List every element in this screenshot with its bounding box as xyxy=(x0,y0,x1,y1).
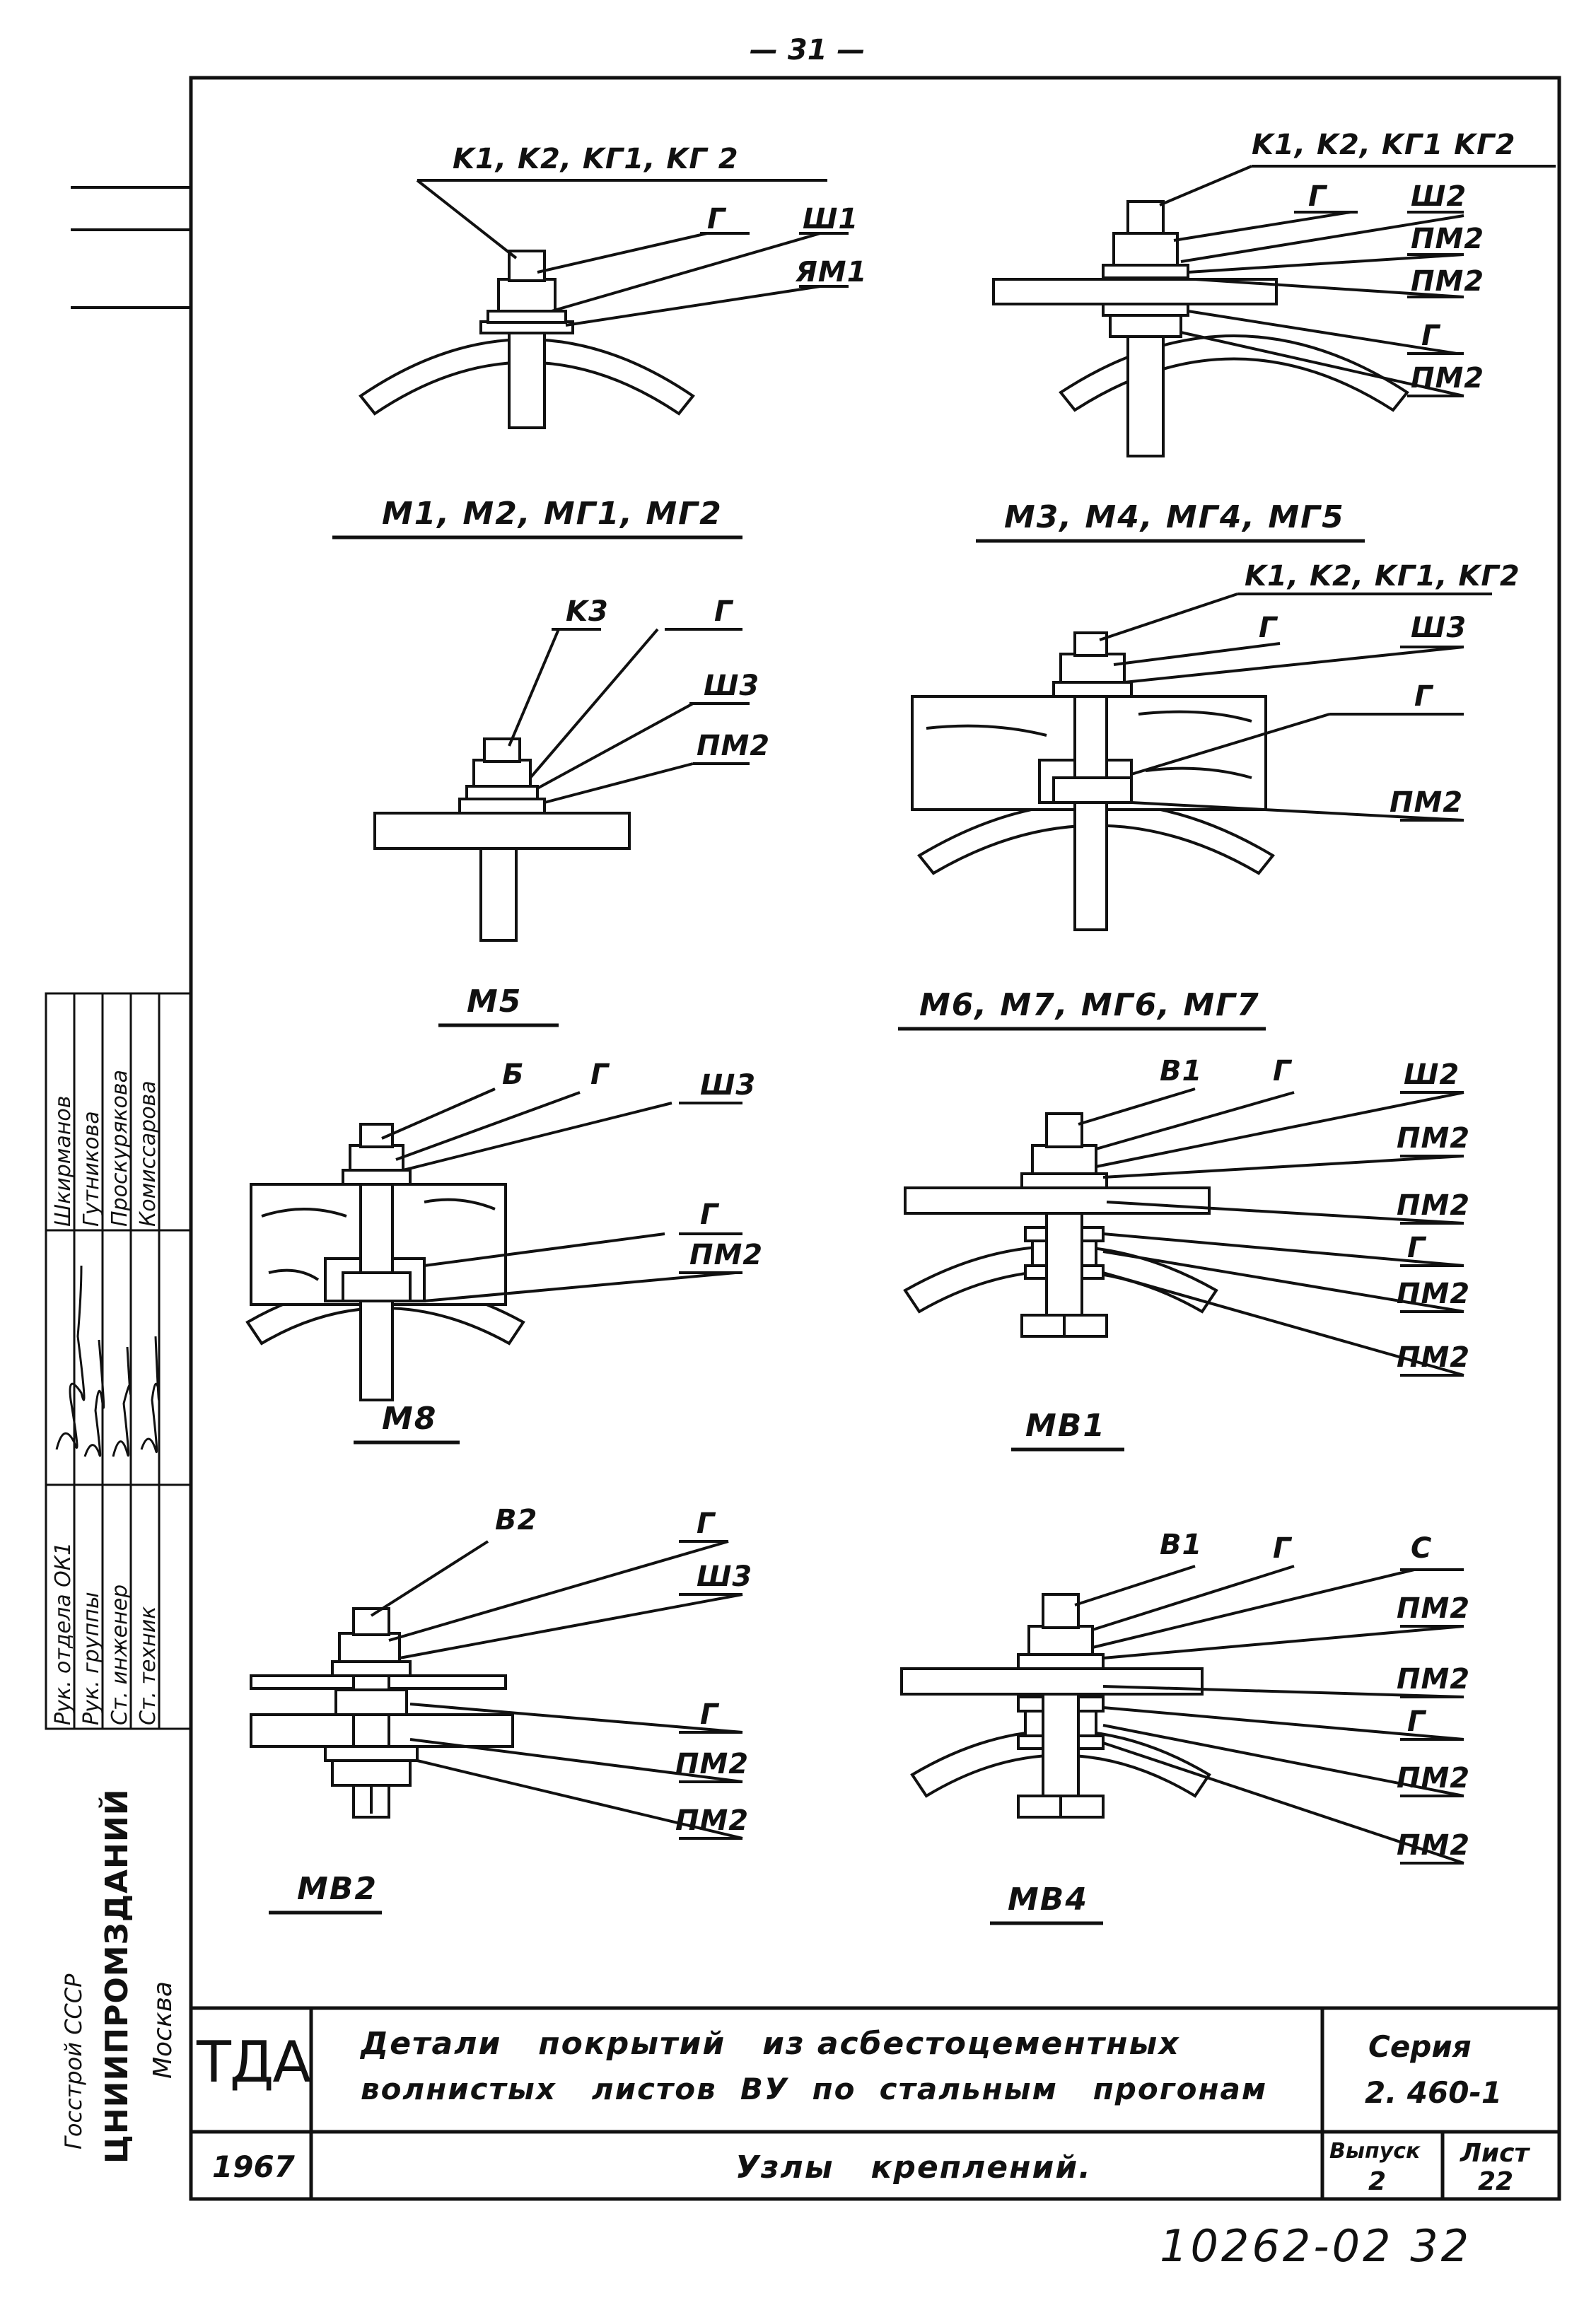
label-fastener: K1, K2, KГ1, KГ 2 xyxy=(453,143,739,175)
sheet-value: 22 xyxy=(1478,2167,1514,2196)
label-part: Г xyxy=(700,1198,719,1231)
title-year: 1967 xyxy=(212,2149,295,2184)
stamp-name: Гутникова xyxy=(79,1111,104,1227)
label-part: ПМ2 xyxy=(689,1239,764,1271)
detail-drawing-mb1 xyxy=(903,1087,1464,1377)
label-part: Ш3 xyxy=(1411,612,1467,644)
detail-drawing-m6 xyxy=(911,593,1492,931)
label-part: C xyxy=(1411,1532,1433,1565)
title-subtitle: Узлы креплений. xyxy=(735,2149,1092,2186)
label-part: Г xyxy=(1407,1232,1426,1264)
detail-drawing-mb2 xyxy=(250,1540,743,1840)
label-part: Ш3 xyxy=(697,1560,753,1593)
page-number: — 31 — xyxy=(750,34,866,66)
detail-drawing-mb4 xyxy=(900,1565,1464,1865)
detail-caption: MB1 xyxy=(1025,1408,1106,1444)
label-part: ПМ2 xyxy=(1397,1829,1471,1862)
label-part: Г xyxy=(707,203,726,235)
label-part: ПМ2 xyxy=(1397,1341,1471,1374)
label-part: ПМ2 xyxy=(675,1804,750,1837)
label-part: Г xyxy=(1414,680,1433,713)
label-part: ПМ2 xyxy=(1397,1592,1471,1625)
series-value: 2. 460-1 xyxy=(1365,2075,1503,2110)
label-part: Г xyxy=(1273,1055,1292,1087)
document-number: 10262-02 32 xyxy=(1160,2220,1472,2272)
label-fastener: B1 xyxy=(1160,1529,1203,1561)
title-line-2: волнистых листов ВУ по стальным прогонам xyxy=(361,2072,1268,2106)
label-part: Г xyxy=(697,1507,716,1540)
issue-value: 2 xyxy=(1368,2167,1387,2196)
label-part: Г xyxy=(590,1058,610,1091)
label-part: Г xyxy=(1421,320,1440,352)
detail-drawing-m8 xyxy=(245,1087,742,1401)
label-part: ПМ2 xyxy=(1397,1278,1471,1310)
stamp-role: Ст. инженер xyxy=(107,1584,132,1725)
label-fastener: K1, K2, KГ1, KГ2 xyxy=(1245,560,1520,593)
label-part: Ш2 xyxy=(1404,1058,1460,1091)
stamp-name: Комиссарова xyxy=(136,1080,161,1227)
org-ministry: Госстрой СССР xyxy=(60,1973,87,2149)
org-institute: ЦНИИПРОМЗДАНИЙ xyxy=(99,1788,135,2164)
label-part: Ш1 xyxy=(803,203,859,235)
label-fastener: Б xyxy=(502,1058,525,1091)
label-part: Ш3 xyxy=(704,670,760,702)
detail-caption: MB2 xyxy=(297,1871,378,1907)
label-part: ПМ2 xyxy=(1397,1762,1471,1795)
label-part: ПМ2 xyxy=(1411,362,1485,395)
issue-label: Выпуск xyxy=(1329,2139,1421,2164)
detail-drawing-m3 xyxy=(992,165,1556,457)
label-fastener: K3 xyxy=(566,595,609,628)
detail-drawing-m5 xyxy=(373,628,750,942)
signatures xyxy=(55,1265,161,1457)
title-line-1: Детали покрытий из асбестоцементных xyxy=(361,2026,1180,2062)
label-part: ПМ2 xyxy=(1390,786,1464,819)
stamp-name: Проскурякова xyxy=(107,1070,132,1227)
detail-drawing-m1 xyxy=(359,179,849,429)
org-city: Москва xyxy=(148,1981,177,2079)
label-part: ПМ2 xyxy=(697,730,771,762)
label-fastener: B2 xyxy=(495,1504,538,1536)
label-part: ПМ2 xyxy=(675,1748,750,1780)
label-part: Ш3 xyxy=(700,1069,757,1102)
detail-caption: M8 xyxy=(382,1401,438,1437)
label-part: Г xyxy=(1259,612,1278,644)
label-fastener: K1, K2, KГ1 KГ2 xyxy=(1252,129,1516,161)
label-part: ПМ2 xyxy=(1397,1663,1471,1696)
label-part: ПМ2 xyxy=(1411,265,1485,298)
detail-caption: M5 xyxy=(467,984,523,1020)
stamp-role: Рук. отдела ОК1 xyxy=(51,1541,76,1725)
label-part: ПМ2 xyxy=(1397,1122,1471,1155)
stamp-name: Шкирманов xyxy=(51,1095,76,1227)
detail-caption: M6, M7, MГ6, MГ7 xyxy=(919,987,1260,1023)
label-fastener: B1 xyxy=(1160,1055,1203,1087)
label-part: Ш2 xyxy=(1411,180,1467,213)
detail-caption: MB4 xyxy=(1008,1881,1088,1918)
detail-caption: M3, M4, MГ4, MГ5 xyxy=(1004,499,1345,535)
detail-caption: M1, M2, MГ1, MГ2 xyxy=(382,496,723,532)
stamp-role: Ст. техник xyxy=(136,1606,161,1725)
label-part: Г xyxy=(1407,1705,1426,1738)
label-part: ЯМ1 xyxy=(796,256,868,288)
stamp-role: Рук. группы xyxy=(79,1592,104,1725)
label-part: ПМ2 xyxy=(1411,223,1485,255)
label-part: ПМ2 xyxy=(1397,1189,1471,1222)
label-part: Г xyxy=(1273,1532,1292,1565)
label-part: Г xyxy=(700,1698,719,1731)
label-part: Г xyxy=(714,595,733,628)
title-logo: ТДА xyxy=(197,2029,311,2095)
label-part: Г xyxy=(1308,180,1327,213)
sheet-label: Лист xyxy=(1460,2139,1530,2168)
series-label: Серия xyxy=(1368,2029,1472,2064)
